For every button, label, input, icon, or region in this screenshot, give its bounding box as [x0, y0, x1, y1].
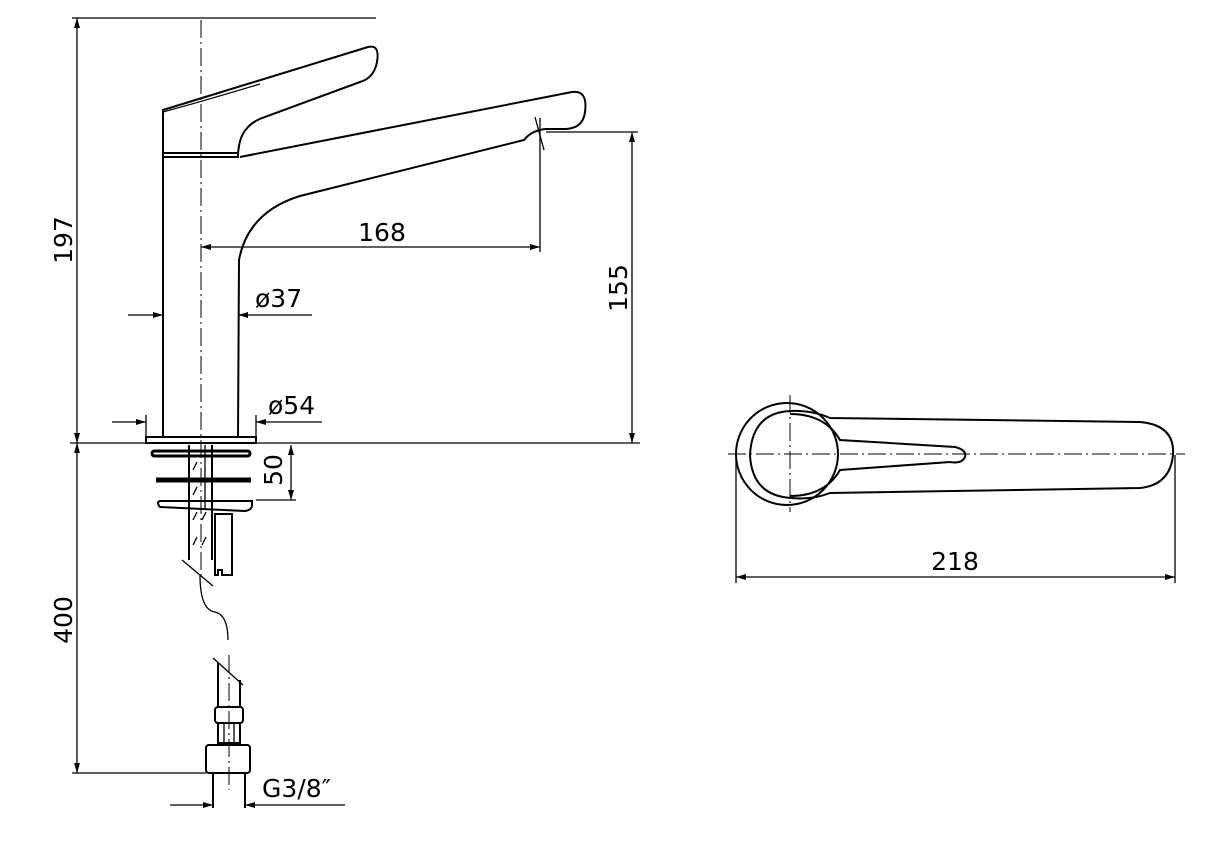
- dim-54-label: ø54: [268, 391, 315, 420]
- top-view: 218: [728, 395, 1185, 583]
- dim-spout-reach: 168: [201, 116, 545, 252]
- mounting-kit: [150, 445, 253, 641]
- dim-body-diameter: ø37: [128, 284, 312, 318]
- handle-ring: [162, 152, 239, 158]
- dim-155-label: 155: [604, 264, 633, 312]
- dim-37-label: ø37: [255, 284, 302, 313]
- dim-400-label: 400: [49, 596, 78, 644]
- dim-base-diameter: ø54: [112, 391, 322, 437]
- dim-deck-thickness: 50: [256, 445, 296, 501]
- dim-total-height: 197: [49, 17, 376, 443]
- dim-top-length: 218: [735, 455, 1176, 583]
- side-view: 197 168 155 ø37 ø54: [49, 17, 640, 808]
- lever-top: [748, 409, 1175, 500]
- dim-168-label: 168: [358, 218, 406, 247]
- dim-hose-length: 400: [49, 443, 206, 774]
- lever-handle: [162, 45, 379, 154]
- dim-50-label: 50: [259, 454, 288, 486]
- hose-connector: [205, 655, 251, 808]
- dim-197-label: 197: [49, 216, 78, 264]
- dim-connection: G3/8″: [170, 774, 345, 808]
- connection-label: G3/8″: [262, 774, 331, 803]
- dim-218-label: 218: [931, 547, 979, 576]
- spout: [237, 90, 587, 438]
- dim-spout-height: 155: [546, 131, 638, 443]
